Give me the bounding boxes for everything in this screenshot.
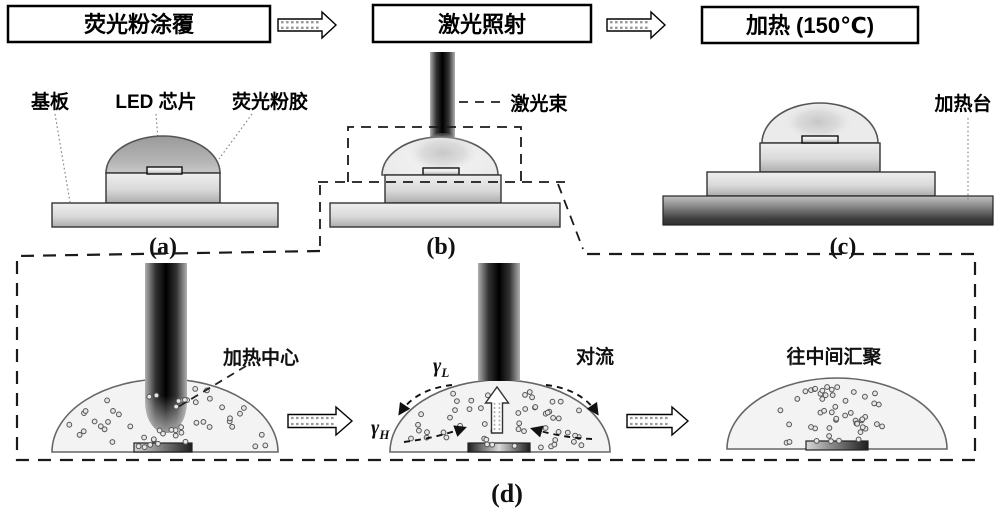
pedestal-b bbox=[384, 174, 502, 204]
step3-box bbox=[700, 5, 920, 45]
step1-label: 荧光粉涂覆 bbox=[84, 12, 195, 37]
dome-d3 bbox=[726, 377, 948, 450]
step3-label: 加热 (150℃) bbox=[745, 13, 874, 38]
detail-view-dashed-border bbox=[15, 249, 977, 462]
convection-arc-bottom-left-icon bbox=[403, 425, 467, 443]
phosphor-particles-d1 bbox=[66, 386, 269, 451]
detail-dome-3: 往中间汇聚 bbox=[726, 345, 948, 451]
led-chip-a bbox=[146, 166, 183, 175]
upward-flow-arrow-icon bbox=[484, 385, 510, 434]
convection-arrows bbox=[398, 384, 599, 443]
laser-beam-label: 激光束 bbox=[510, 92, 568, 115]
convection-arc-bottom-right-icon bbox=[530, 425, 593, 440]
phosphor-gel-label: 荧光粉胶 bbox=[232, 90, 308, 113]
pedestal-a bbox=[105, 172, 221, 204]
led-chip-b bbox=[422, 167, 460, 176]
convection-label: 对流 bbox=[576, 345, 614, 368]
diagram-c: 加热台 (c) bbox=[662, 92, 994, 260]
phosphor-dome-a bbox=[105, 135, 221, 174]
substrate-c bbox=[706, 171, 936, 197]
substrate-a bbox=[51, 202, 279, 228]
convection-arc-right-icon bbox=[545, 384, 599, 416]
caption-c: (c) bbox=[830, 234, 857, 260]
phosphor-particles-d3 bbox=[777, 384, 885, 446]
step2-label: 激光照射 bbox=[438, 12, 526, 37]
process-arrow-4-icon bbox=[626, 405, 690, 437]
pedestal-c bbox=[759, 142, 881, 173]
detail-dome-2: γL γH 对流 bbox=[371, 263, 614, 453]
led-chip-d1 bbox=[133, 442, 193, 453]
laser-beam-b bbox=[430, 52, 455, 137]
zoom-callout-lines bbox=[318, 126, 584, 250]
caption-d: (d) bbox=[491, 479, 523, 508]
process-arrow-3-icon bbox=[287, 405, 354, 437]
substrate-label: 基板 bbox=[30, 90, 70, 113]
heating-stage-label: 加热台 bbox=[933, 92, 991, 115]
converge-label: 往中间汇聚 bbox=[786, 345, 882, 368]
process-arrow-1-icon bbox=[277, 10, 338, 40]
process-step-boxes: 荧光粉涂覆 激光照射 加热 (150℃) bbox=[6, 3, 920, 45]
led-chip-c bbox=[801, 135, 839, 144]
caption-b: (b) bbox=[426, 234, 455, 260]
convection-arc-left-icon bbox=[398, 384, 453, 416]
step1-box bbox=[6, 4, 272, 44]
substrate-b bbox=[329, 202, 561, 228]
diagram-a: (a) bbox=[51, 135, 279, 260]
diagram-b: 激光束 (b) bbox=[318, 52, 584, 260]
led-chip-d2 bbox=[467, 442, 531, 453]
section-d: 加热中心 γL γH 对 bbox=[15, 249, 977, 508]
gamma-high-label: γH bbox=[371, 417, 390, 442]
caption-a: (a) bbox=[149, 234, 177, 260]
laser-beam-d2 bbox=[478, 263, 520, 381]
process-arrow-2-icon bbox=[606, 10, 667, 40]
heating-stage-c bbox=[662, 195, 994, 226]
step2-box bbox=[371, 3, 593, 44]
substrate-leader-line bbox=[54, 113, 71, 203]
component-labels: 基板 LED 芯片 荧光粉胶 bbox=[30, 90, 308, 203]
phosphor-gel-leader-line bbox=[218, 113, 253, 160]
led-chip-label: LED 芯片 bbox=[115, 90, 196, 113]
gamma-low-label: γL bbox=[433, 355, 449, 380]
laser-beam-d1-fade bbox=[145, 340, 187, 433]
settled-phosphor-c bbox=[784, 104, 852, 140]
heated-zone-b bbox=[407, 134, 479, 172]
detail-dome-1: 加热中心 bbox=[51, 263, 299, 453]
heating-center-label: 加热中心 bbox=[222, 346, 299, 369]
